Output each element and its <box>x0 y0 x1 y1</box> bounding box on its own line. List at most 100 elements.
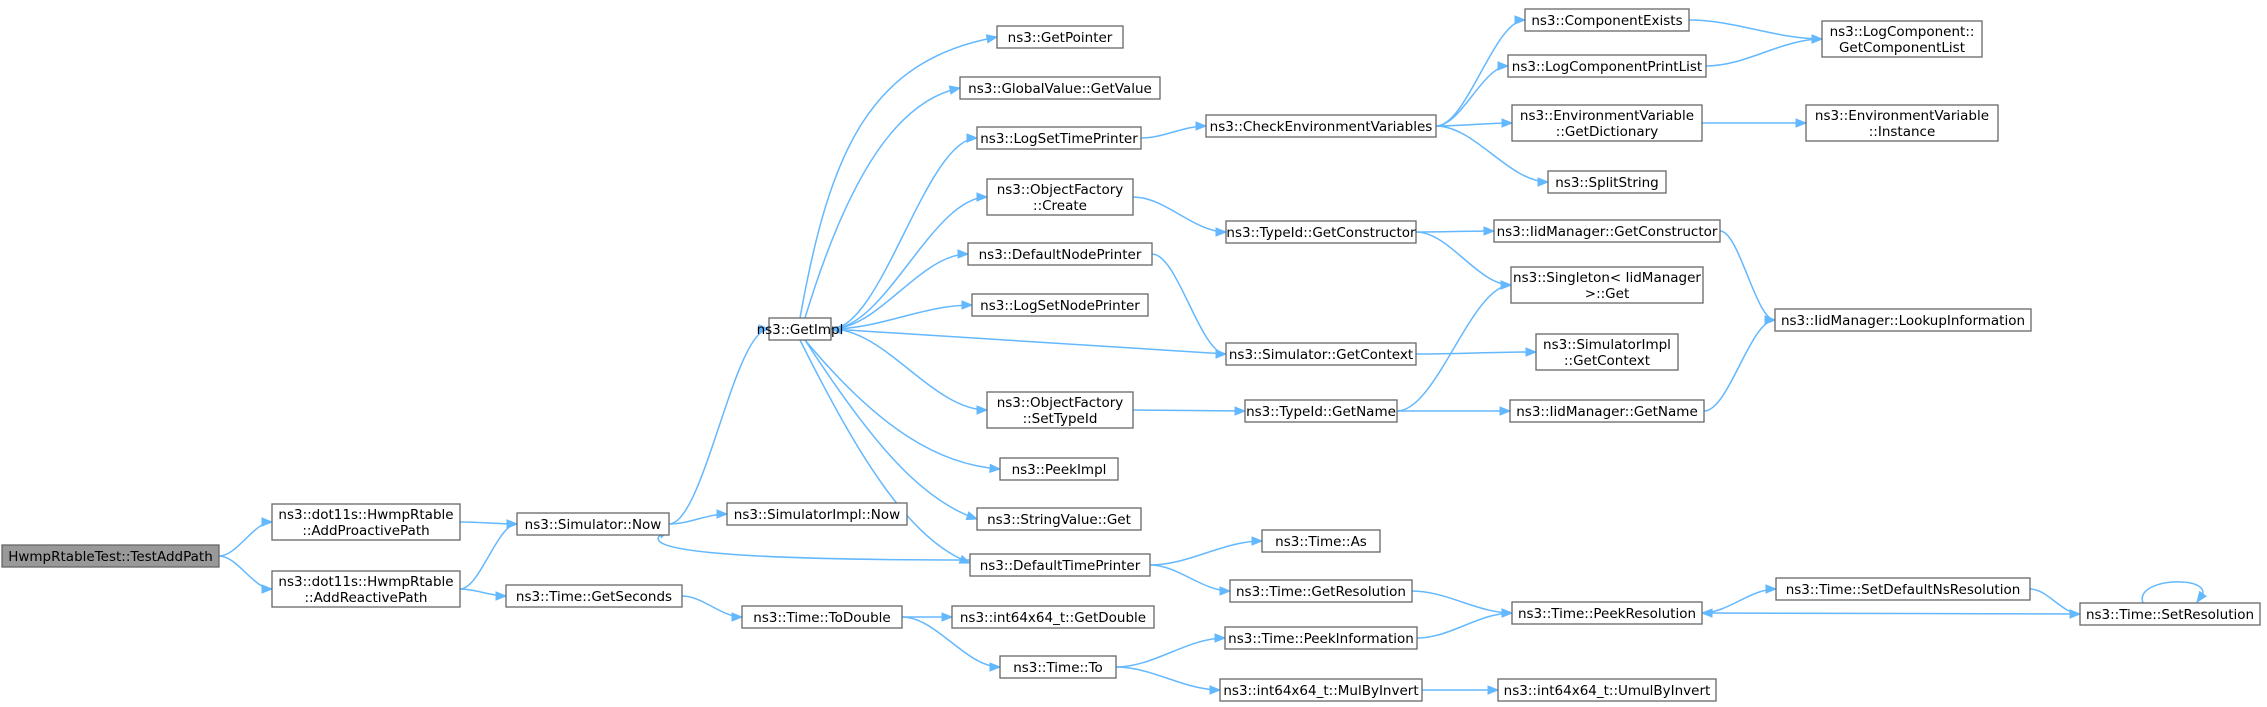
edge-arrow <box>976 192 989 202</box>
edge-line <box>901 616 1001 668</box>
node-checkenv[interactable]: ns3::CheckEnvironmentVariables <box>1205 114 1437 138</box>
edge-todouble-to-timeto <box>901 616 1002 672</box>
edge-arrow <box>731 612 744 622</box>
node-umulbyinv[interactable]: ns3::int64x64_t::UmulByInvert <box>1497 678 1717 702</box>
node-box <box>1261 529 1381 553</box>
edge-getimpl-to-ofsettid <box>830 328 989 415</box>
edge-tidgetname-to-singleton <box>1396 280 1513 412</box>
node-mulbyinv[interactable]: ns3::int64x64_t::MulByInvert <box>1219 678 1423 702</box>
node-getsec[interactable]: ns3::Time::GetSeconds <box>505 584 683 608</box>
node-label: ns3::SimulatorImpl <box>1543 337 1671 353</box>
node-splitstring[interactable]: ns3::SplitString <box>1547 170 1667 194</box>
node-label: ns3::LogSetTimePrinter <box>980 131 1138 147</box>
node-tidgetname[interactable]: ns3::TypeId::GetName <box>1244 399 1398 423</box>
edge-line <box>1151 253 1227 355</box>
node-box <box>271 570 461 608</box>
node-box <box>2079 602 2261 626</box>
edge-peekinfo-to-peekres <box>1416 608 1514 639</box>
node-logsettp[interactable]: ns3::LogSetTimePrinter <box>976 126 1142 150</box>
edge-getimpl-to-getptr <box>799 34 999 319</box>
edge-line <box>1411 590 1513 614</box>
edge-setres-to-setres <box>2141 581 2208 604</box>
node-box <box>1821 20 1983 58</box>
edge-arrow <box>1537 177 1550 187</box>
node-simgetctx[interactable]: ns3::Simulator::GetContext <box>1225 342 1417 366</box>
node-label: ns3::Simulator::Now <box>525 517 662 533</box>
node-peekres[interactable]: ns3::Time::PeekResolution <box>1511 601 1703 625</box>
node-getres[interactable]: ns3::Time::GetResolution <box>1229 579 1413 603</box>
node-svget[interactable]: ns3::StringValue::Get <box>976 507 1142 531</box>
edge-arrow <box>1514 15 1527 25</box>
node-label: ::GetDictionary <box>1556 124 1658 140</box>
node-setres[interactable]: ns3::Time::SetResolution <box>2079 602 2261 626</box>
node-getptr[interactable]: ns3::GetPointer <box>996 25 1124 49</box>
node-box <box>1229 579 1413 603</box>
edge-getimpl-to-logsettp <box>830 133 979 330</box>
node-label: ns3::Time::SetResolution <box>2086 607 2254 623</box>
node-label: ns3::Time::PeekResolution <box>1518 606 1696 622</box>
node-logsetnp[interactable]: ns3::LogSetNodePrinter <box>971 293 1149 317</box>
node-singleton[interactable]: ns3::Singleton< IidManager>::Get <box>1510 266 1704 304</box>
node-label: ns3::PeekImpl <box>1012 462 1107 478</box>
edge-line <box>799 36 998 319</box>
edge-arrow <box>1215 227 1228 237</box>
node-box <box>271 503 461 541</box>
node-setdefns[interactable]: ns3::Time::SetDefaultNsResolution <box>1775 577 2031 601</box>
node-label: ns3::dot11s::HwmpRtable <box>278 507 453 523</box>
node-box <box>516 512 670 536</box>
edge-simnow-to-simimplnow <box>668 509 729 525</box>
node-getdouble[interactable]: ns3::int64x64_t::GetDouble <box>951 605 1155 629</box>
node-compexists[interactable]: ns3::ComponentExists <box>1524 8 1690 32</box>
node-deftp[interactable]: ns3::DefaultTimePrinter <box>969 553 1151 577</box>
edge-arrow <box>966 133 979 143</box>
edge-timeto-to-peekinfo <box>1115 633 1227 668</box>
edge-logsettp-to-checkenv <box>1140 121 1208 139</box>
node-todouble[interactable]: ns3::Time::ToDouble <box>741 605 903 629</box>
edge-root-to-addre <box>218 555 274 594</box>
node-box <box>1774 308 2032 332</box>
node-ofcreate[interactable]: ns3::ObjectFactory::Create <box>986 178 1134 216</box>
node-label: ns3::LogComponent:: <box>1830 24 1975 40</box>
edge-line <box>2029 588 2081 615</box>
node-timeto[interactable]: ns3::Time::To <box>999 655 1117 679</box>
node-timeas[interactable]: ns3::Time::As <box>1261 529 1381 553</box>
node-addpro[interactable]: ns3::dot11s::HwmpRtable::AddProactivePat… <box>271 503 461 541</box>
node-label: ::SetTypeId <box>1023 411 1098 427</box>
node-label: ns3::dot11s::HwmpRtable <box>278 574 453 590</box>
node-root[interactable]: HwmpRtableTest::TestAddPath <box>1 544 220 568</box>
node-label: ns3::EnvironmentVariable <box>1520 108 1694 124</box>
node-label: ::AddReactivePath <box>304 590 427 606</box>
edge-iidgetc-to-iidlookup <box>1719 230 1777 325</box>
node-envinst[interactable]: ns3::EnvironmentVariable::Instance <box>1805 104 1999 142</box>
node-addre[interactable]: ns3::dot11s::HwmpRtable::AddReactivePath <box>271 570 461 608</box>
node-envgetdict[interactable]: ns3::EnvironmentVariable::GetDictionary <box>1511 104 1703 142</box>
edge-line <box>1132 409 1246 412</box>
node-logcompprint[interactable]: ns3::LogComponentPrintList <box>1507 54 1707 78</box>
edge-arrow <box>1234 406 1247 416</box>
node-defnp[interactable]: ns3::DefaultNodePrinter <box>967 242 1153 266</box>
edge-root-to-addpro <box>218 517 274 557</box>
edge-line <box>830 328 988 411</box>
node-simimplctx[interactable]: ns3::SimulatorImpl::GetContext <box>1535 333 1679 371</box>
node-iidgetname[interactable]: ns3::IidManager::GetName <box>1509 399 1705 423</box>
edge-deftp-to-simnow <box>657 529 971 561</box>
node-simnow[interactable]: ns3::Simulator::Now <box>516 512 670 536</box>
node-gvget[interactable]: ns3::GlobalValue::GetValue <box>959 76 1161 100</box>
node-iidgetc[interactable]: ns3::IidManager::GetConstructor <box>1493 219 1721 243</box>
node-label: ns3::IidManager::GetName <box>1516 404 1698 420</box>
node-ofsettid[interactable]: ns3::ObjectFactory::SetTypeId <box>986 391 1134 429</box>
edge-mulbyinv-to-umulbyinv <box>1421 685 1500 695</box>
node-peekimpl[interactable]: ns3::PeekImpl <box>999 457 1119 481</box>
edge-arrow <box>948 85 962 95</box>
edge-line <box>799 339 971 564</box>
node-tidgetc[interactable]: ns3::TypeId::GetConstructor <box>1225 220 1417 244</box>
node-label: ns3::ObjectFactory <box>997 395 1124 411</box>
node-simimplnow[interactable]: ns3::SimulatorImpl::Now <box>726 502 908 526</box>
node-iidlookup[interactable]: ns3::IidManager::LookupInformation <box>1774 308 2032 332</box>
node-box <box>951 605 1155 629</box>
node-peekinfo[interactable]: ns3::Time::PeekInformation <box>1224 626 1418 650</box>
node-getimpl[interactable]: ns3::GetImpl <box>757 317 844 341</box>
node-label: ns3::Time::SetDefaultNsResolution <box>1786 582 2021 598</box>
node-logcompgetlist[interactable]: ns3::LogComponent::GetComponentList <box>1821 20 1983 58</box>
node-label: ns3::ObjectFactory <box>997 182 1124 198</box>
